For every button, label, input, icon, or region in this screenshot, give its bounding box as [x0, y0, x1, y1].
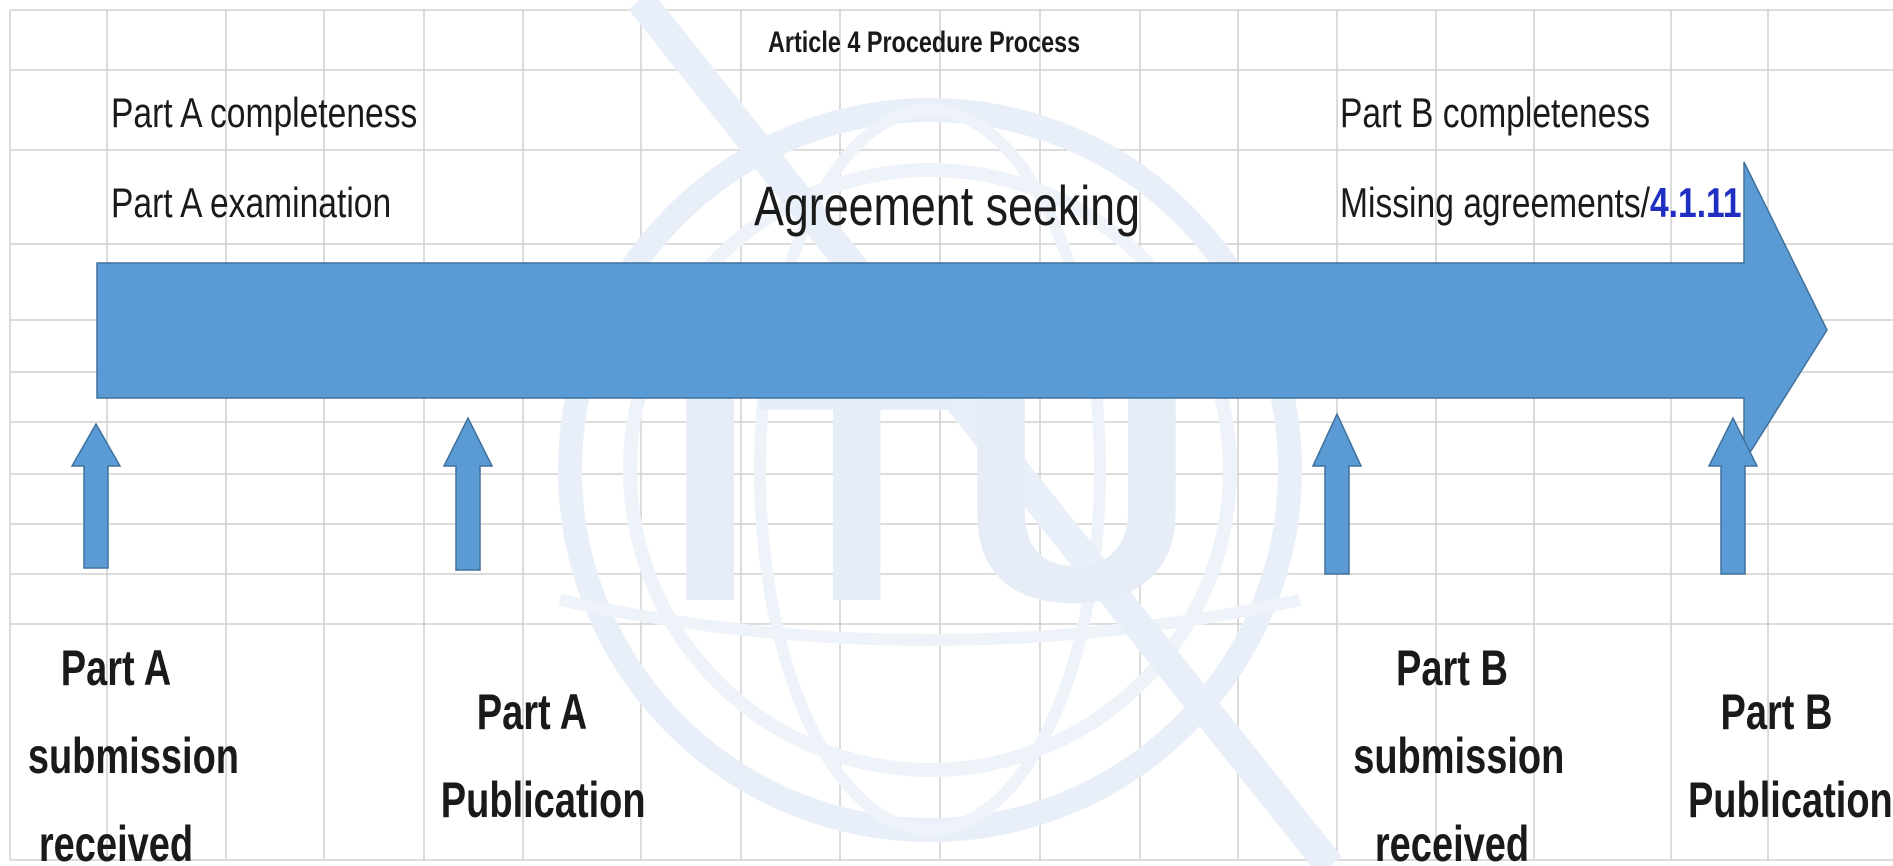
- diagram-title: Article 4 Procedure Process: [768, 26, 1081, 59]
- milestone-line: Part A: [476, 684, 588, 740]
- label-part-a-completeness: Part A completeness: [111, 89, 418, 136]
- milestone-line: Part B: [1720, 684, 1833, 740]
- milestone-arrow-part-b-publication: [1707, 416, 1759, 575]
- label-agreement-seeking: Agreement seeking: [754, 174, 1141, 237]
- milestone-label-part-b-submission-received: Part B submission received: [1353, 624, 1565, 866]
- milestone-arrow-part-b-submission: [1311, 412, 1363, 575]
- missing-agreements-text: Missing agreements/: [1340, 179, 1650, 226]
- label-part-b-completeness: Part B completeness: [1340, 89, 1651, 136]
- milestone-line: submission: [1353, 728, 1565, 784]
- label-missing-agreements: Missing agreements/4.1.11: [1340, 182, 1742, 224]
- milestone-label-part-a-submission-received: Part A submission received: [27, 624, 240, 866]
- label-part-a-examination: Part A examination: [111, 179, 392, 226]
- milestone-line: received: [38, 816, 194, 866]
- milestone-line: Part B: [1396, 640, 1508, 696]
- milestone-label-part-a-publication: Part A Publication: [440, 668, 646, 844]
- itu-watermark-logo: ITU: [558, 0, 1342, 866]
- milestone-line: Publication: [1687, 772, 1893, 828]
- milestone-line: Part A: [60, 640, 172, 696]
- milestone-line: submission: [27, 728, 240, 784]
- reference-4-1-11: 4.1.11: [1650, 179, 1742, 226]
- milestone-line: Publication: [440, 772, 646, 828]
- milestone-line: received: [1374, 816, 1530, 866]
- milestone-label-part-b-publication: Part B Publication: [1687, 668, 1893, 844]
- timeline-arrow: [96, 161, 1828, 465]
- milestone-arrow-part-a-submission: [70, 422, 122, 569]
- milestone-arrow-part-a-publication: [442, 416, 494, 571]
